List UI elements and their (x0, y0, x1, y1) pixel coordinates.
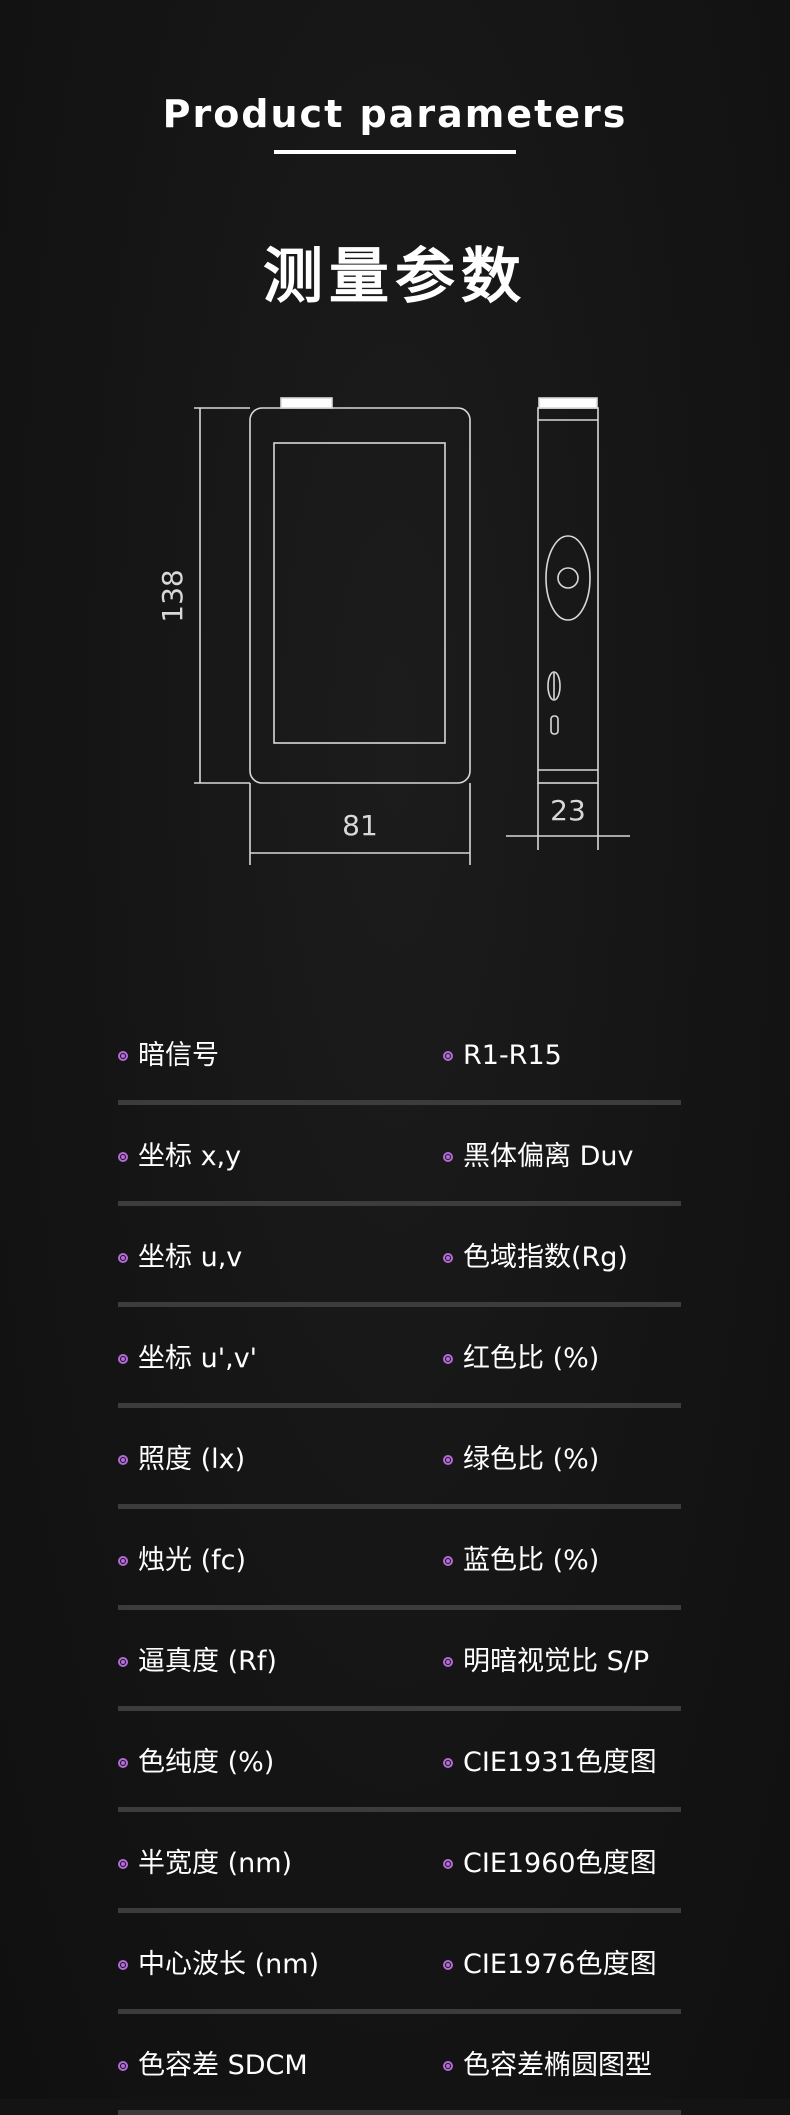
parameter-label: 半宽度 (nm) (138, 1848, 293, 1879)
parameter-row: 坐标 u',v' 红色比 (%) (118, 1307, 681, 1408)
parameter-row: 逼真度 (Rf) 明暗视觉比 S/P (118, 1610, 681, 1711)
circle-dot-icon (443, 1758, 453, 1768)
circle-dot-icon (443, 1657, 453, 1667)
side-sensor-outline (545, 535, 591, 621)
parameter-item-right: CIE1976色度图 (443, 1949, 657, 1981)
height-label: 138 (156, 569, 189, 622)
parameter-item-left: 色容差 SDCM (118, 2050, 308, 2082)
english-section-title: Product parameters (162, 92, 628, 136)
parameter-item-right: 色容差椭圆图型 (443, 2050, 652, 2082)
parameter-row: 烛光 (fc) 蓝色比 (%) (118, 1509, 681, 1610)
parameter-label: 红色比 (%) (463, 1343, 600, 1374)
parameter-label: 暗信号 (138, 1040, 219, 1071)
circle-dot-icon (443, 1354, 453, 1364)
circle-dot-icon (118, 1556, 128, 1566)
side-sensor-lens (557, 567, 579, 589)
device-side-body (537, 407, 599, 784)
parameter-row: 半宽度 (nm) CIE1960色度图 (118, 1812, 681, 1913)
circle-dot-icon (118, 1354, 128, 1364)
parameter-row: 坐标 u,v 色域指数(Rg) (118, 1206, 681, 1307)
parameter-label: 色容差椭圆图型 (463, 2050, 652, 2081)
parameter-item-left: 坐标 u',v' (118, 1343, 257, 1375)
side-switch (547, 671, 561, 701)
parameter-label: 坐标 u',v' (138, 1343, 258, 1374)
parameter-label: 中心波长 (nm) (138, 1949, 320, 1980)
parameter-item-right: CIE1931色度图 (443, 1747, 657, 1779)
parameter-item-left: 中心波长 (nm) (118, 1949, 319, 1981)
parameter-row: 色纯度 (%) CIE1931色度图 (118, 1711, 681, 1812)
parameter-label: 色纯度 (%) (138, 1747, 275, 1778)
circle-dot-icon (443, 2061, 453, 2071)
circle-dot-icon (443, 1960, 453, 1970)
parameter-row: 照度 (lx) 绿色比 (%) (118, 1408, 681, 1509)
parameter-item-left: 烛光 (fc) (118, 1545, 246, 1577)
parameter-label: 逼真度 (Rf) (138, 1646, 277, 1677)
parameter-item-left: 色纯度 (%) (118, 1747, 274, 1779)
parameter-item-left: 坐标 x,y (118, 1141, 241, 1173)
parameter-label: 烛光 (fc) (138, 1545, 246, 1576)
parameter-label: R1-R15 (463, 1040, 562, 1071)
circle-dot-icon (118, 1859, 128, 1869)
device-top-button (280, 397, 333, 409)
parameter-item-left: 暗信号 (118, 1040, 219, 1072)
circle-dot-icon (118, 1657, 128, 1667)
width-label: 81 (342, 809, 378, 842)
parameter-row: 中心波长 (nm) CIE1976色度图 (118, 1913, 681, 2014)
parameter-item-right: R1-R15 (443, 1040, 562, 1072)
parameter-label: 蓝色比 (%) (463, 1545, 600, 1576)
parameter-row: 色容差 SDCM 色容差椭圆图型 (118, 2014, 681, 2115)
parameter-item-left: 半宽度 (nm) (118, 1848, 292, 1880)
device-screen (273, 442, 446, 744)
parameter-item-right: 绿色比 (%) (443, 1444, 599, 1476)
circle-dot-icon (118, 1758, 128, 1768)
circle-dot-icon (118, 1455, 128, 1465)
circle-dot-icon (443, 1152, 453, 1162)
circle-dot-icon (118, 1152, 128, 1162)
parameter-item-right: 红色比 (%) (443, 1343, 599, 1375)
parameter-item-right: CIE1960色度图 (443, 1848, 657, 1880)
circle-dot-icon (443, 1556, 453, 1566)
parameter-label: 绿色比 (%) (463, 1444, 600, 1475)
parameter-item-left: 坐标 u,v (118, 1242, 242, 1274)
parameter-label: 明暗视觉比 S/P (463, 1646, 650, 1677)
parameter-item-left: 逼真度 (Rf) (118, 1646, 277, 1678)
parameter-item-right: 明暗视觉比 S/P (443, 1646, 649, 1678)
parameter-row: 暗信号 R1-R15 (118, 1004, 681, 1105)
depth-label: 23 (550, 794, 586, 827)
circle-dot-icon (443, 1455, 453, 1465)
chinese-section-title: 测量参数 (263, 242, 527, 312)
parameter-label: 坐标 x,y (138, 1141, 242, 1172)
circle-dot-icon (118, 2061, 128, 2071)
side-port (550, 715, 559, 735)
device-side-button (538, 397, 598, 409)
parameter-label: CIE1960色度图 (463, 1848, 657, 1879)
parameter-label: CIE1931色度图 (463, 1747, 657, 1778)
circle-dot-icon (443, 1051, 453, 1061)
parameter-item-right: 黑体偏离 Duv (443, 1141, 633, 1173)
circle-dot-icon (443, 1859, 453, 1869)
parameter-label: 坐标 u,v (138, 1242, 243, 1273)
parameter-item-right: 色域指数(Rg) (443, 1242, 628, 1274)
parameter-label: 色容差 SDCM (138, 2050, 308, 2081)
circle-dot-icon (443, 1253, 453, 1263)
device-dimension-diagram: 138 81 23 (140, 390, 650, 870)
parameter-item-left: 照度 (lx) (118, 1444, 245, 1476)
parameter-label: 黑体偏离 Duv (463, 1141, 634, 1172)
parameter-item-right: 蓝色比 (%) (443, 1545, 599, 1577)
parameter-label: 照度 (lx) (138, 1444, 246, 1475)
circle-dot-icon (118, 1253, 128, 1263)
parameter-label: 色域指数(Rg) (463, 1242, 628, 1273)
device-front-body (249, 407, 471, 784)
parameter-label: CIE1976色度图 (463, 1949, 657, 1980)
title-underline (274, 150, 516, 154)
circle-dot-icon (118, 1051, 128, 1061)
parameter-row: 坐标 x,y 黑体偏离 Duv (118, 1105, 681, 1206)
circle-dot-icon (118, 1960, 128, 1970)
